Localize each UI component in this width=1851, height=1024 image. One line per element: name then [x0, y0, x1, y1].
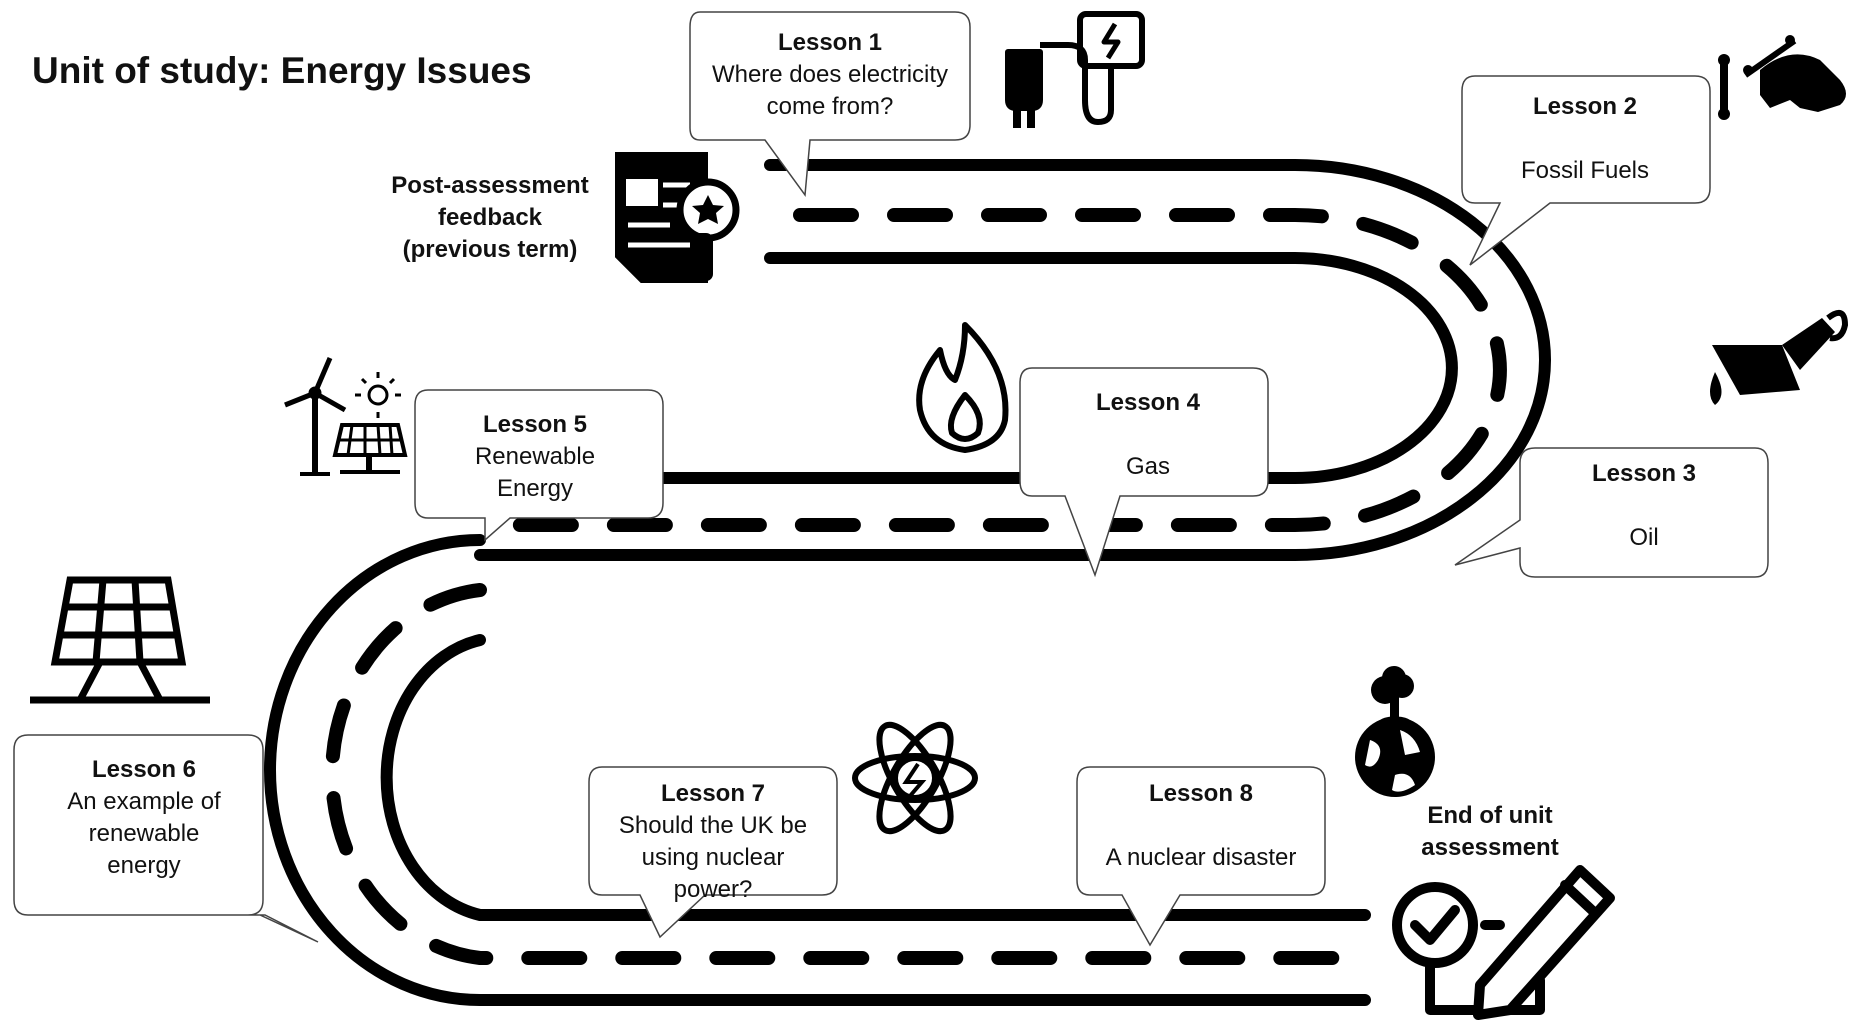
plug-icon	[1005, 11, 1145, 128]
lesson-4-line	[1145, 421, 1152, 448]
svg-text:Lesson 8 A nuclear disaster: Lesson 8 A nuclear disaster	[1106, 780, 1297, 871]
lesson-7-callout: Lesson 7 Should the UK be using nuclear pow…	[588, 766, 838, 939]
report-icon	[615, 152, 740, 283]
lesson-6-line: energy	[107, 852, 180, 879]
lesson-8-callout: Lesson 8 A nuclear disaster	[1076, 766, 1326, 947]
lesson-7-line: power?	[674, 876, 753, 903]
lesson-5-line: Renewable	[475, 443, 595, 470]
lesson-7-line: using nuclear	[642, 844, 785, 871]
solar-panel-icon	[30, 576, 210, 704]
lesson-8-line: A nuclear disaster	[1106, 844, 1297, 871]
lesson-3-callout: Lesson 3 Oil	[1454, 447, 1769, 578]
lesson-1-callout: Lesson 1 Where does electricity come from?	[689, 11, 971, 198]
lesson-5-line: Energy	[497, 475, 573, 502]
lesson-7-title: Lesson 7	[661, 780, 765, 807]
lesson-4-callout: Lesson 4 Gas	[1019, 367, 1269, 578]
lesson-2-line: Fossil Fuels	[1521, 157, 1649, 184]
svg-text:Lesson 3 Oil: Lesson 3 Oil	[1592, 460, 1696, 551]
end-assessment-label: End of unit assessment	[1421, 802, 1559, 861]
lesson-3-title: Lesson 3	[1592, 460, 1696, 487]
lesson-5-title: Lesson 5	[483, 411, 587, 438]
lesson-6-line: renewable	[89, 820, 200, 847]
lesson-3-line: Oil	[1629, 524, 1658, 551]
oil-can-icon	[1710, 309, 1849, 405]
lesson-8-title: Lesson 8	[1149, 780, 1253, 807]
lesson-4-line: Gas	[1126, 453, 1170, 480]
lesson-4-title: Lesson 4	[1096, 389, 1201, 416]
flame-icon	[916, 322, 1009, 453]
lesson-6-title: Lesson 6	[92, 756, 196, 783]
lesson-7-line: Should the UK be	[619, 812, 807, 839]
lesson-6-line: An example of	[67, 788, 221, 815]
svg-text:Lesson 2 Fossil Fuels: Lesson 2 Fossil Fuels	[1521, 93, 1649, 184]
svg-text:Lesson 4 Gas: Lesson 4 Gas	[1096, 389, 1201, 480]
nuclear-earth-icon	[1355, 666, 1435, 797]
checklist-pencil-icon	[1392, 865, 1615, 1020]
page-title: Unit of study: Energy Issues	[32, 50, 532, 91]
lesson-1-line: Where does electricity	[712, 61, 948, 88]
pre-assessment-label: Post-assessment feedback (previous term)	[391, 172, 589, 263]
lesson-2-line	[1582, 125, 1589, 152]
lesson-2-title: Lesson 2	[1533, 93, 1637, 120]
atom-icon	[852, 721, 978, 835]
lesson-2-callout: Lesson 2 Fossil Fuels	[1461, 75, 1711, 266]
lesson-1-line: come from?	[767, 93, 894, 120]
lesson-1-title: Lesson 1	[778, 29, 882, 56]
lesson-8-line	[1198, 812, 1205, 839]
lesson-3-line	[1641, 492, 1648, 519]
dinosaur-skull-icon	[1718, 35, 1846, 120]
wind-solar-icon	[284, 357, 408, 476]
lesson-6-callout: Lesson 6 An example of renewable energy	[13, 734, 319, 943]
